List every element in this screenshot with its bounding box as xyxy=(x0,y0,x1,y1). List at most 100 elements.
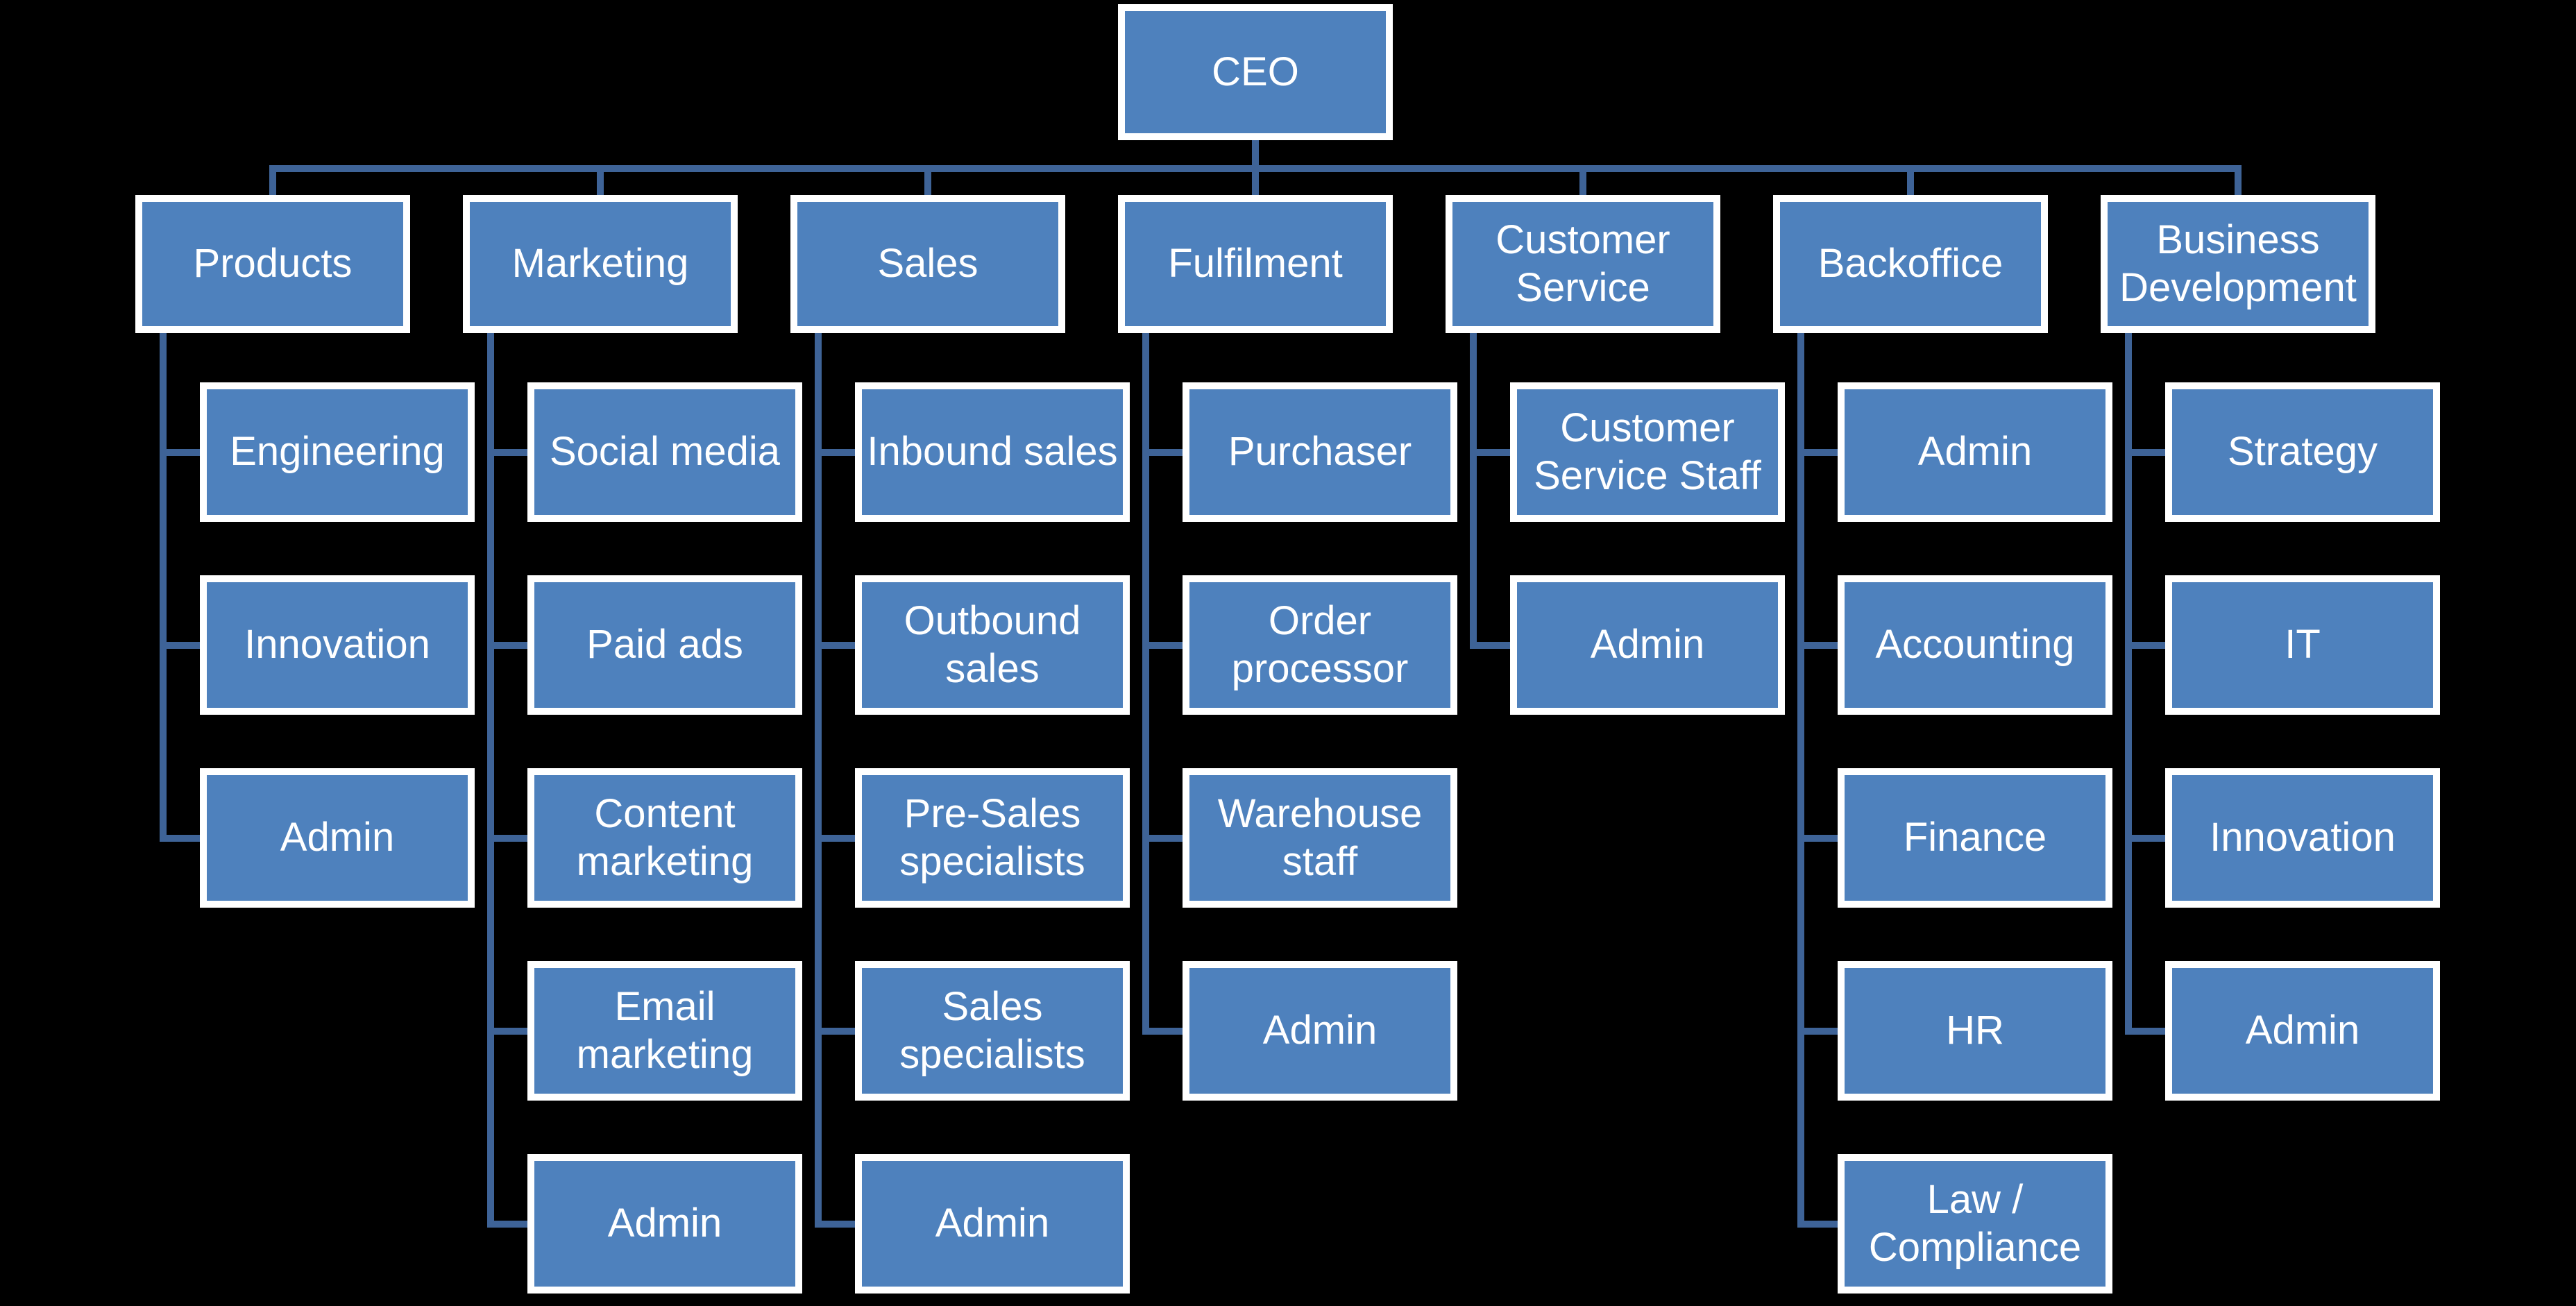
node-it[interactable]: IT xyxy=(2165,575,2440,715)
node-bd-admin-label: Admin xyxy=(2245,1008,2360,1053)
node-bd-innovation-label: Innovation xyxy=(2210,815,2396,860)
connector-stub-email-marketing xyxy=(487,1028,527,1035)
node-bd-innovation[interactable]: Innovation xyxy=(2165,768,2440,908)
node-law-compliance-label: Law / Compliance xyxy=(1868,1177,2082,1270)
node-products-innovation-label: Innovation xyxy=(244,622,430,668)
node-customer-service-admin[interactable]: Admin xyxy=(1510,575,1785,715)
node-inbound-sales[interactable]: Inbound sales xyxy=(855,382,1130,522)
node-purchaser[interactable]: Purchaser xyxy=(1183,382,1457,522)
node-engineering-label: Engineering xyxy=(230,429,445,475)
connector-stub-purchaser xyxy=(1142,449,1183,456)
node-customer-service-staff[interactable]: Customer Service Staff xyxy=(1510,382,1785,522)
node-hr[interactable]: HR xyxy=(1838,961,2112,1101)
node-warehouse-staff-label: Warehouse staff xyxy=(1217,791,1423,884)
node-customer-service[interactable]: Customer Service xyxy=(1446,195,1720,333)
node-purchaser-label: Purchaser xyxy=(1228,429,1412,475)
node-ceo-label: CEO xyxy=(1212,49,1299,94)
connector-stub-customer-service-staff xyxy=(1470,449,1510,456)
connector-trunk-marketing xyxy=(487,333,494,1228)
node-social-media[interactable]: Social media xyxy=(527,382,802,522)
node-marketing-admin[interactable]: Admin xyxy=(527,1154,802,1294)
connector-stub-innovation xyxy=(160,642,200,649)
connector-stub-inbound-sales xyxy=(815,449,855,456)
node-products[interactable]: Products xyxy=(135,195,410,333)
node-engineering[interactable]: Engineering xyxy=(200,382,475,522)
node-marketing-label: Marketing xyxy=(511,241,689,287)
node-marketing-admin-label: Admin xyxy=(607,1201,722,1246)
node-backoffice-admin[interactable]: Admin xyxy=(1838,382,2112,522)
node-hr-label: HR xyxy=(1946,1008,2004,1053)
connector-stub-sales-specialists xyxy=(815,1028,855,1035)
node-email-marketing[interactable]: Email marketing xyxy=(527,961,802,1101)
connector-stub-law-compliance xyxy=(1797,1221,1838,1228)
node-law-compliance[interactable]: Law / Compliance xyxy=(1838,1154,2112,1294)
node-email-marketing-label: Email marketing xyxy=(576,984,754,1077)
node-strategy[interactable]: Strategy xyxy=(2165,382,2440,522)
node-sales[interactable]: Sales xyxy=(790,195,1065,333)
node-accounting[interactable]: Accounting xyxy=(1838,575,2112,715)
connector-dept-stub-marketing xyxy=(597,165,604,195)
connector-dept-stub-backoffice xyxy=(1907,165,1914,195)
node-customer-service-staff-label: Customer Service Staff xyxy=(1534,405,1761,498)
node-products-innovation[interactable]: Innovation xyxy=(200,575,475,715)
node-backoffice[interactable]: Backoffice xyxy=(1773,195,2048,333)
node-sales-admin[interactable]: Admin xyxy=(855,1154,1130,1294)
node-ceo[interactable]: CEO xyxy=(1118,4,1393,140)
node-customer-service-label: Customer Service xyxy=(1495,217,1670,310)
connector-stub-bd-innovation xyxy=(2125,835,2165,842)
connector-stub-fulfilment-admin xyxy=(1142,1028,1183,1035)
connector-stub-bd-admin xyxy=(2125,1028,2165,1035)
node-sales-label: Sales xyxy=(877,241,978,287)
connector-dept-stub-business-development xyxy=(2235,165,2242,195)
connector-ceo-stub xyxy=(1252,140,1259,195)
connector-dept-stub-customer-service xyxy=(1579,165,1586,195)
node-paid-ads[interactable]: Paid ads xyxy=(527,575,802,715)
connector-trunk-business-development xyxy=(2125,333,2132,1035)
node-business-development-label: Business Development xyxy=(2119,217,2357,310)
connector-stub-products-admin xyxy=(160,835,200,842)
node-paid-ads-label: Paid ads xyxy=(586,622,743,668)
node-pre-sales-specialists[interactable]: Pre-Sales specialists xyxy=(855,768,1130,908)
node-products-admin[interactable]: Admin xyxy=(200,768,475,908)
node-it-label: IT xyxy=(2285,622,2321,668)
connector-stub-social-media xyxy=(487,449,527,456)
node-fulfilment-admin-label: Admin xyxy=(1262,1008,1378,1053)
connector-trunk-customer-service xyxy=(1470,333,1477,649)
node-products-admin-label: Admin xyxy=(280,815,395,860)
node-content-marketing-label: Content marketing xyxy=(576,791,754,884)
node-finance[interactable]: Finance xyxy=(1838,768,2112,908)
node-social-media-label: Social media xyxy=(549,429,781,475)
node-fulfilment-label: Fulfilment xyxy=(1168,241,1343,287)
connector-trunk-backoffice xyxy=(1797,333,1804,1228)
node-outbound-sales[interactable]: Outbound sales xyxy=(855,575,1130,715)
node-pre-sales-specialists-label: Pre-Sales specialists xyxy=(899,791,1085,884)
connector-dept-stub-sales xyxy=(924,165,931,195)
connector-stub-order-processor xyxy=(1142,642,1183,649)
node-fulfilment[interactable]: Fulfilment xyxy=(1118,195,1393,333)
node-sales-specialists-label: Sales specialists xyxy=(899,984,1085,1077)
connector-stub-it xyxy=(2125,642,2165,649)
connector-stub-engineering xyxy=(160,449,200,456)
node-order-processor[interactable]: Order processor xyxy=(1183,575,1457,715)
node-backoffice-label: Backoffice xyxy=(1817,241,2003,287)
node-fulfilment-admin[interactable]: Admin xyxy=(1183,961,1457,1101)
node-content-marketing[interactable]: Content marketing xyxy=(527,768,802,908)
node-marketing[interactable]: Marketing xyxy=(463,195,738,333)
node-warehouse-staff[interactable]: Warehouse staff xyxy=(1183,768,1457,908)
node-inbound-sales-label: Inbound sales xyxy=(867,429,1118,475)
connector-trunk-products xyxy=(160,333,167,842)
connector-stub-sales-admin xyxy=(815,1221,855,1228)
node-sales-specialists[interactable]: Sales specialists xyxy=(855,961,1130,1101)
connector-trunk-sales xyxy=(815,333,822,1228)
node-sales-admin-label: Admin xyxy=(935,1201,1050,1246)
connector-trunk-fulfilment xyxy=(1142,333,1149,1035)
node-bd-admin[interactable]: Admin xyxy=(2165,961,2440,1101)
node-business-development[interactable]: Business Development xyxy=(2101,195,2375,333)
node-products-label: Products xyxy=(193,241,353,287)
connector-stub-paid-ads xyxy=(487,642,527,649)
connector-dept-stub-products xyxy=(269,165,276,195)
connector-stub-outbound-sales xyxy=(815,642,855,649)
connector-stub-finance xyxy=(1797,835,1838,842)
connector-stub-content-marketing xyxy=(487,835,527,842)
